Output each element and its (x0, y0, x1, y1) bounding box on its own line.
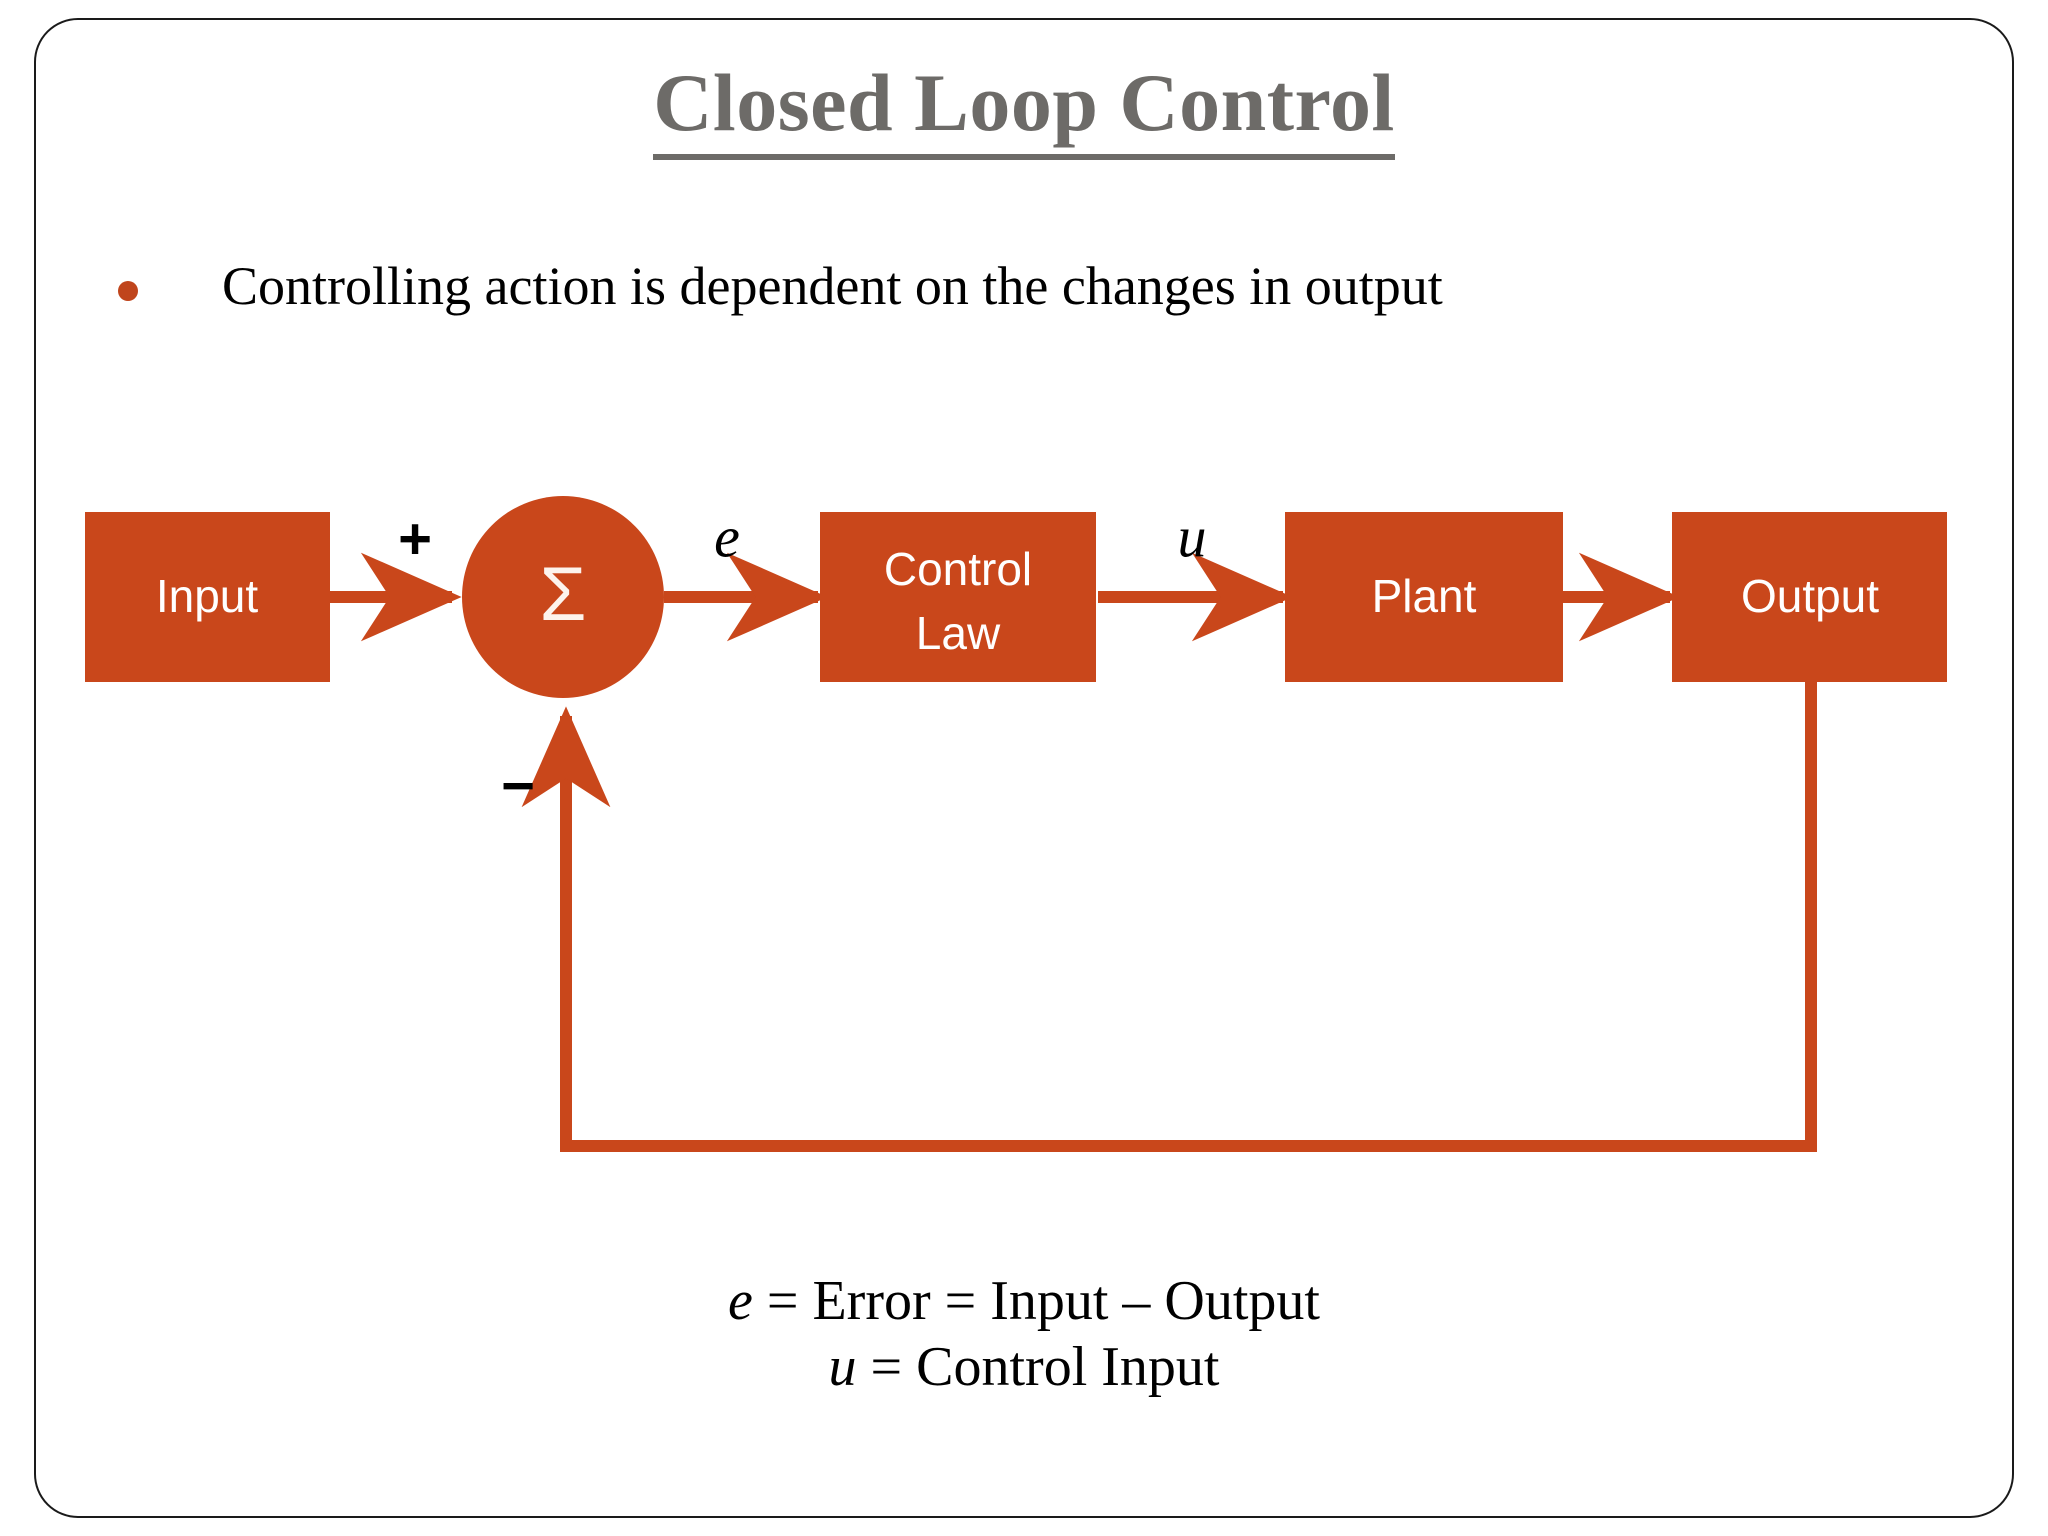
legend-line-control-input: u = Control Input (0, 1334, 2048, 1400)
bullet-item-label: Controlling action is dependent on the c… (222, 256, 1443, 316)
legend-block: e = Error = Input – Output u = Control I… (0, 1268, 2048, 1400)
page-title: Closed Loop Control (0, 57, 2048, 160)
summing-junction-sigma-label: Σ (540, 552, 587, 637)
legend-text-error: = Error = Input – Output (752, 1270, 1320, 1332)
bullet-dot-icon (118, 281, 138, 301)
legend-line-error: e = Error = Input – Output (0, 1268, 2048, 1334)
block-control-law-label-line2: Law (916, 607, 1001, 659)
plus-sign-label: + (398, 506, 432, 571)
signal-label-control-input: u (1178, 504, 1207, 569)
signal-label-error: e (714, 504, 740, 569)
legend-text-control-input: = Control Input (856, 1336, 1220, 1399)
block-output-label: Output (1741, 570, 1879, 622)
block-input-label: Input (156, 570, 259, 622)
minus-sign-label: − (501, 753, 535, 818)
block-control-law: Control Law (820, 512, 1096, 682)
bullet-list-item: Controlling action is dependent on the c… (118, 255, 1918, 317)
feedback-path (521, 682, 1817, 1152)
block-summing-junction: Σ (462, 496, 664, 698)
block-plant: Plant (1285, 512, 1563, 682)
page-title-text: Closed Loop Control (653, 57, 1395, 160)
legend-var-e: e (728, 1270, 753, 1332)
legend-var-u: u (828, 1336, 857, 1399)
block-control-law-label-line1: Control (884, 543, 1032, 595)
block-input: Input (85, 512, 330, 682)
block-output: Output (1672, 512, 1947, 682)
block-plant-label: Plant (1372, 570, 1477, 622)
